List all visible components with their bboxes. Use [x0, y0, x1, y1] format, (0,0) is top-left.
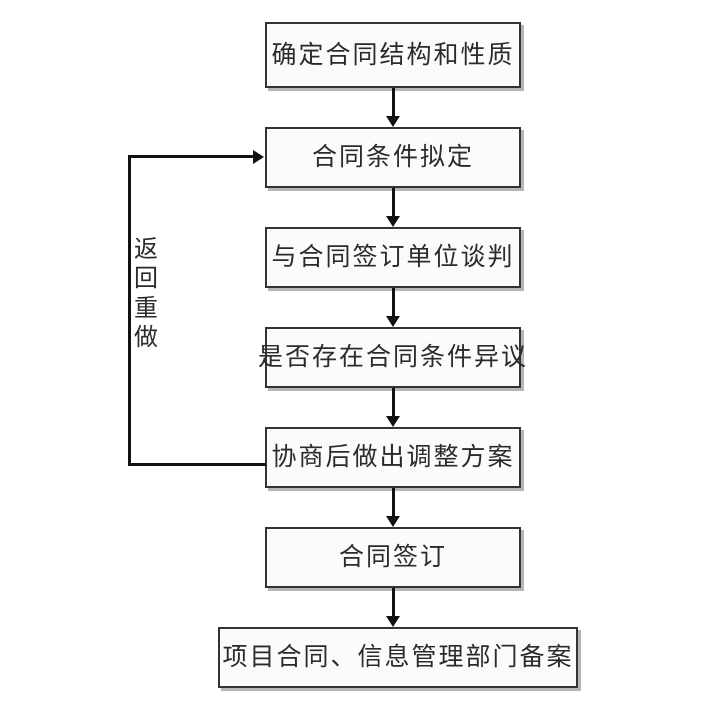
- arrowhead-n3-n4: [386, 316, 400, 327]
- connector-n3-n4: [392, 288, 395, 317]
- flow-node-5[interactable]: 协商后做出调整方案: [265, 427, 521, 488]
- connector-n6-n7: [392, 588, 395, 617]
- flow-node-7[interactable]: 项目合同、信息管理部门备案: [218, 627, 578, 688]
- flow-node-6[interactable]: 合同签订: [265, 527, 521, 588]
- flow-node-1-label: 确定合同结构和性质: [271, 41, 515, 69]
- connector-n5-n6: [392, 488, 395, 517]
- flow-node-3-label: 与合同签订单位谈判: [271, 244, 515, 271]
- feedback-loop-vertical-rail: [128, 155, 131, 465]
- feedback-loop-top-segment: [128, 155, 254, 158]
- flow-node-7-label: 项目合同、信息管理部门备案: [222, 644, 574, 671]
- flow-node-2-label: 合同条件拟定: [311, 144, 474, 171]
- arrowhead-n5-n6: [386, 516, 400, 527]
- flow-node-4-label: 是否存在合同条件异议: [258, 344, 529, 371]
- connector-n2-n3: [392, 188, 395, 217]
- connector-n1-n2: [392, 88, 395, 117]
- arrowhead-n6-n7: [386, 616, 400, 627]
- flow-node-5-label: 协商后做出调整方案: [271, 444, 515, 471]
- feedback-loop-bottom-segment: [128, 463, 266, 466]
- flow-node-2[interactable]: 合同条件拟定: [265, 127, 521, 188]
- flow-node-4[interactable]: 是否存在合同条件异议: [258, 327, 526, 388]
- feedback-loop-arrowhead: [253, 150, 264, 164]
- flow-node-3[interactable]: 与合同签订单位谈判: [265, 227, 521, 288]
- arrowhead-n4-n5: [386, 416, 400, 427]
- arrowhead-n2-n3: [386, 216, 400, 227]
- connector-n4-n5: [392, 388, 395, 417]
- flow-node-6-label: 合同签订: [338, 544, 447, 571]
- flow-node-1[interactable]: 确定合同结构和性质: [265, 22, 521, 88]
- feedback-loop-label: 返回重做: [134, 237, 158, 351]
- arrowhead-n1-n2: [386, 116, 400, 127]
